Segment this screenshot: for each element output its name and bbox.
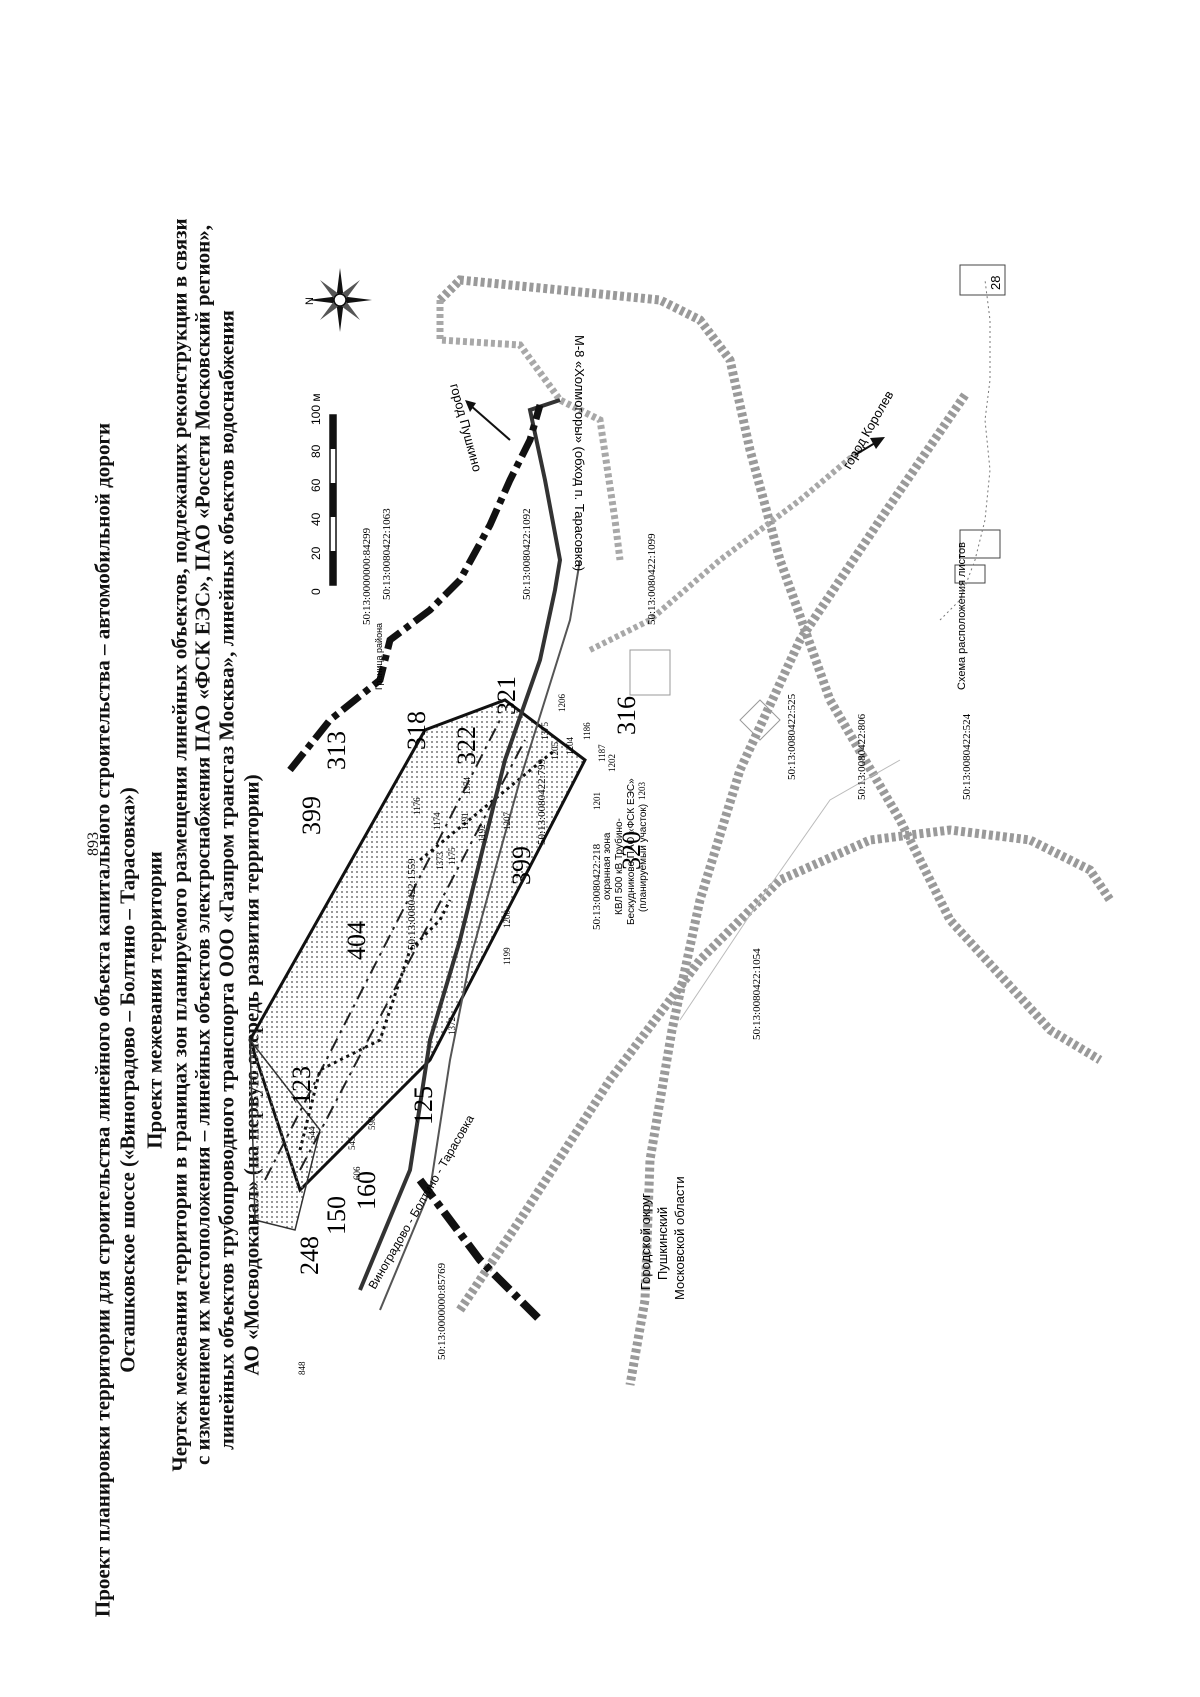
zone-322: 322	[452, 726, 481, 765]
pt-1201: 1201	[592, 792, 602, 810]
road-vinogradovo-label: Виноградово - Болтино - Тарасовка	[365, 1112, 477, 1291]
parcel-diamond	[739, 699, 781, 741]
parcel-line-1	[679, 759, 901, 1021]
zone-313: 313	[322, 731, 351, 770]
border-label: Граница района	[374, 623, 384, 690]
parcel-799: 50:13:0080422:799	[536, 758, 548, 845]
pt-1373: 1373	[435, 852, 445, 871]
planned-line-1	[287, 404, 544, 773]
scale-tick-100: 100 м	[309, 393, 323, 425]
compass-north-label: N	[304, 297, 316, 305]
axis-line-2	[299, 739, 526, 1171]
pt-598: 598	[367, 1116, 377, 1130]
pt-1200: 1200	[502, 910, 512, 929]
parcel-1559: 50:13:0080422:1559	[406, 858, 418, 950]
road-vinogradovo-centerline	[358, 398, 563, 1291]
pt-1375: 1375	[540, 722, 550, 741]
zone-399a: 399	[297, 796, 326, 835]
zone-404: 404	[342, 921, 371, 960]
pt-1174: 1174	[432, 812, 442, 830]
zone-316: 316	[612, 696, 641, 735]
pt-1205: 1205	[550, 742, 560, 761]
road-m8-label: М-8 «Холмогоры» (обход п. Тарасовка)	[572, 335, 587, 571]
pushkino-label: город Пушкино	[447, 382, 485, 473]
inset-sheet-scheme	[939, 264, 1006, 621]
pt-1203: 1203	[637, 782, 647, 801]
zone-123: 123	[287, 1066, 316, 1105]
scale-tick-20: 20	[309, 546, 323, 560]
protect-zone-3: Бескудниково ПАО «ФСК ЕЭС»	[626, 778, 637, 925]
parcel-1063: 50:13:0080422:1063	[381, 508, 393, 600]
zone-125: 125	[409, 1086, 438, 1125]
zone-160: 160	[352, 1171, 381, 1210]
protect-zone-4: (планируемый участок)	[638, 804, 649, 912]
road-m8-boundary	[625, 392, 969, 1386]
pt-1192: 1192	[477, 824, 487, 842]
district-label-2: Пушкинский	[655, 1207, 670, 1280]
zone-150: 150	[322, 1196, 351, 1235]
pt-1187: 1187	[597, 744, 607, 762]
parcel-85769: 50:13:0000000:85769	[436, 1262, 448, 1360]
zone-320: 320	[617, 831, 646, 870]
pt-1204: 1204	[565, 737, 575, 756]
zone-321: 321	[492, 676, 521, 715]
district-boundary-east	[436, 275, 1103, 1064]
district-label-3: Московской области	[672, 1176, 687, 1300]
pt-1199: 1199	[502, 947, 512, 965]
scale-tick-80: 80	[309, 444, 323, 458]
pt-1372: 1372	[447, 1017, 457, 1035]
inset-sheet-number: 28	[988, 276, 1003, 290]
planned-line-2	[416, 1177, 543, 1323]
zone-318: 318	[402, 711, 431, 750]
arrow-pushkino	[469, 404, 511, 441]
arrow-pushkino-head	[465, 400, 476, 412]
arrow-korolev-head	[870, 437, 885, 449]
pt-1186: 1186	[582, 722, 592, 740]
pt-1206: 1206	[557, 694, 567, 713]
parcel-806: 50:13:0080422:806	[856, 713, 868, 800]
dotted-boundary-2	[298, 899, 452, 1151]
protect-zone-1: охранная зона	[602, 832, 613, 900]
parcel-square-1	[629, 649, 671, 696]
protect-zone-2: КВЛ 500 кВ Трубино-	[613, 818, 625, 915]
pt-606: 606	[352, 1166, 362, 1180]
zone-248-150	[249, 1037, 321, 1231]
korolev-label: город Королев	[840, 388, 897, 472]
pt-545: 545	[347, 1136, 357, 1150]
pt-1207: 1207	[502, 812, 512, 831]
parcel-218: 50:13:0080422:218	[591, 843, 603, 930]
parcel-1054: 50:13:0080422:1054	[751, 948, 763, 1040]
dotted-boundary	[419, 748, 556, 862]
zone-399b: 399	[507, 846, 536, 885]
parcel-1099: 50:13:0080422:1099	[646, 533, 658, 625]
scale-tick-40: 40	[309, 512, 323, 526]
inset-title: Схема расположения листов	[956, 542, 968, 690]
pt-1176: 1176	[412, 797, 422, 815]
scale-tick-0: 0	[309, 588, 323, 595]
parcel-524: 50:13:0080422:524	[961, 713, 973, 800]
pt-1175: 1175	[447, 847, 457, 865]
parcel-1092: 50:13:0080422:1092	[521, 508, 533, 600]
scale-tick-60: 60	[309, 478, 323, 492]
road-korolev	[588, 447, 862, 653]
pt-1191: 1191	[460, 812, 470, 830]
pt-1202: 1202	[607, 754, 617, 772]
pt-1374: 1374	[462, 777, 472, 796]
road-vinogradovo-edge	[379, 559, 581, 1311]
district-boundary-west	[456, 825, 1114, 1313]
parcel-525: 50:13:0080422:525	[786, 693, 798, 780]
zone-248: 248	[295, 1236, 324, 1275]
pt-544: 544	[307, 1126, 317, 1140]
parcel-84299: 50:13:0000000:84299	[361, 527, 373, 625]
pt-848: 848	[297, 1361, 307, 1375]
compass-icon	[308, 268, 372, 332]
district-label-1: Городской округ	[638, 1193, 653, 1290]
